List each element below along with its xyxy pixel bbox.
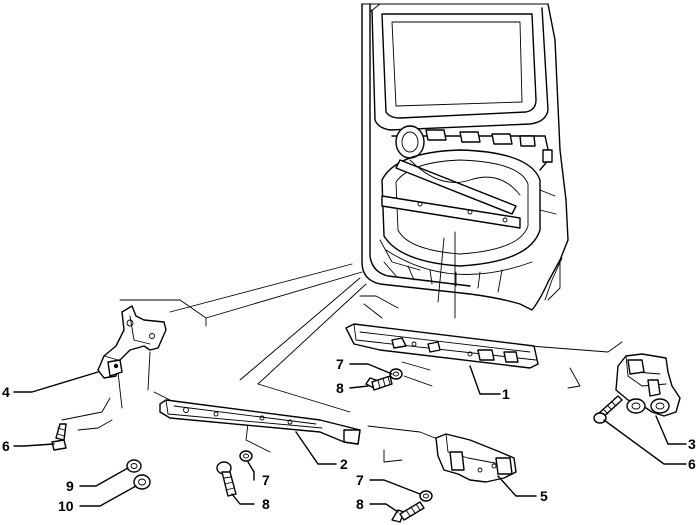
bolt-8-c — [391, 501, 425, 523]
callout-9: 9 — [66, 478, 74, 494]
callout-10: 10 — [58, 498, 74, 514]
callout-3: 3 — [688, 436, 696, 452]
callout-7-upper: 7 — [336, 356, 344, 372]
callout-6-left: 6 — [2, 438, 10, 454]
callout-6-right: 6 — [688, 456, 696, 472]
callout-leaders — [13, 363, 687, 513]
callout-labels: 4 6 9 10 7 8 1 2 7 8 7 8 5 3 6 — [2, 356, 696, 514]
bolt-8-a — [365, 375, 393, 391]
callout-1: 1 — [502, 386, 510, 402]
part-2-lower-rail — [159, 399, 361, 445]
part-4-hinge-bracket — [97, 305, 167, 379]
washer-7-c — [419, 490, 433, 502]
callout-5: 5 — [540, 488, 548, 504]
nut-10 — [133, 474, 151, 490]
part-6-screw-left — [51, 423, 67, 451]
washer-7-b — [239, 450, 253, 462]
callout-8-middle: 8 — [262, 496, 270, 512]
callout-4: 4 — [2, 384, 10, 400]
callout-8-lower: 8 — [356, 496, 364, 512]
part-6-screw-right — [593, 395, 623, 424]
callout-7-lower: 7 — [356, 472, 364, 488]
phantom-lines — [61, 263, 623, 463]
callout-7-middle: 7 — [262, 472, 270, 488]
callout-8-upper: 8 — [336, 380, 344, 396]
bolt-8-b — [216, 461, 237, 497]
part-3-roller-hinge — [615, 353, 681, 417]
sliding-door — [361, 3, 569, 319]
part-1-upper-rail — [345, 323, 539, 369]
washer-7-a — [389, 368, 403, 380]
washer-9 — [126, 459, 142, 473]
callout-2: 2 — [340, 456, 348, 472]
part-5-lower-roller — [435, 433, 517, 483]
